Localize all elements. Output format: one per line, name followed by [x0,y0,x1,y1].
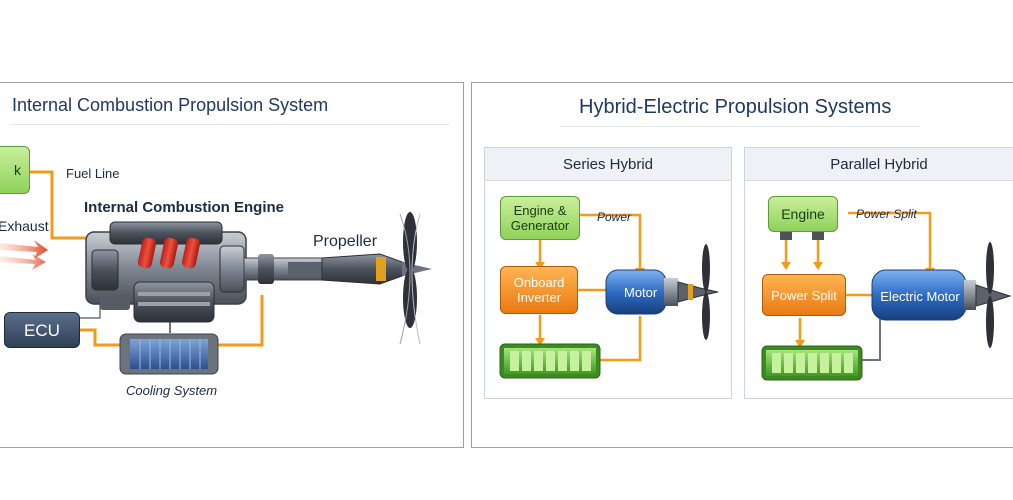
fuel-tank-box: k [0,146,30,194]
series-motor [605,244,719,340]
hybrid-title-underline [560,126,920,127]
parallel-hybrid-heading: Parallel Hybrid [745,148,1013,181]
propeller-blades [399,212,421,345]
ecu-wire [80,328,120,347]
series-motor-label: Motor [624,285,658,300]
ecu-box: ECU [4,312,80,348]
series-hybrid-heading: Series Hybrid [485,148,731,181]
engine-generator-box: Engine & Generator [500,196,580,240]
fuel-line-label: Fuel Line [66,166,120,181]
cooling-system-label: Cooling System [126,383,218,398]
series-power-label: Power [597,210,632,224]
cooling-radiator [119,333,219,375]
cylinders [137,237,201,269]
drive-shaft [243,254,327,284]
exhaust-arrow-1 [0,240,48,259]
parallel-power-split-label: Power Split [856,207,917,221]
power-split-box: Power Split [762,274,846,316]
parallel-engine-box: Engine [768,196,838,232]
engine-label: Internal Combustion Engine [84,199,285,216]
onboard-inverter-box: Onboard Inverter [500,266,578,314]
parallel-split-label-wire [848,211,932,272]
parallel-engine-label: Engine [781,205,825,222]
exhaust-label: Exhaust [0,218,49,234]
engine-generator-label: Engine & Generator [510,203,570,233]
series-battery [499,343,601,379]
parallel-battery-motor-wire [862,318,881,361]
series-battery-motor-wire [600,316,642,362]
power-split-box-label: Power Split [771,287,837,303]
electric-motor-label-box: Electric Motor [880,278,960,314]
series-power-wire [580,213,642,272]
title-underline [10,124,450,125]
onboard-inverter-label: Onboard Inverter [513,275,565,305]
electric-motor-label: Electric Motor [880,288,960,304]
exhaust-arrow-2 [0,254,46,270]
ecu-label: ECU [24,320,60,340]
propeller-label: Propeller [313,233,378,250]
ice-panel-title: Internal Combustion Propulsion System [12,95,329,115]
parallel-battery [761,345,863,381]
fuel-tank-label: k [14,161,21,178]
engine-block [85,221,247,323]
ice-diagram [0,170,432,375]
fuel-line-wire [30,170,92,240]
hybrid-panel-title: Hybrid-Electric Propulsion Systems [579,96,892,118]
cooling-wire [218,295,264,347]
parallel-electric-motor [871,242,1012,348]
